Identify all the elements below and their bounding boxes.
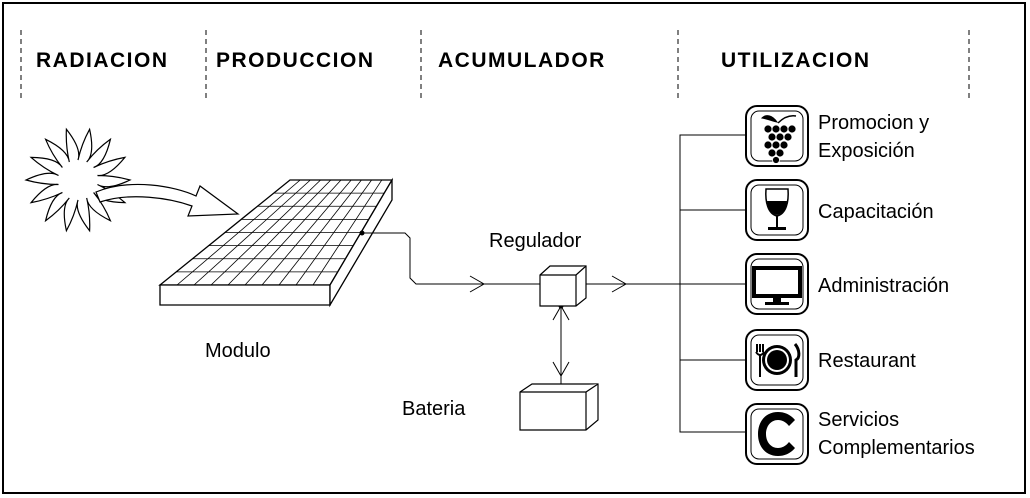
section-dividers [20,30,970,100]
solar-panel-icon [158,177,394,308]
use-icons [745,105,809,465]
radiation-arrow [95,183,240,217]
section-produccion: PRODUCCION [216,49,375,72]
use-label-restaurant: Restaurant [818,350,916,372]
module-label: Modulo [205,340,271,362]
regulator-label: Regulador [489,230,582,252]
wine-glass-icon [745,179,809,241]
letter-c-icon [745,403,809,465]
connection-dots [359,230,586,391]
wiring [362,134,752,433]
use-label-capacitacion: Capacitación [818,201,934,223]
grapes-icon [745,105,809,167]
sun-icon [24,127,132,233]
monitor-icon [745,253,809,315]
regulator-box [539,265,587,307]
section-radiacion: RADIACION [36,49,169,72]
section-utilizacion: UTILIZACION [721,49,871,72]
battery-label: Bateria [402,398,466,420]
use-label-servicios: Servicios Complementarios [818,409,975,459]
use-label-administracion: Administración [818,275,950,297]
use-label-promocion: Promocion y Exposición [818,112,930,162]
plate-cutlery-icon [745,329,809,391]
section-acumulador: ACUMULADOR [438,49,606,72]
battery-box [519,383,599,431]
